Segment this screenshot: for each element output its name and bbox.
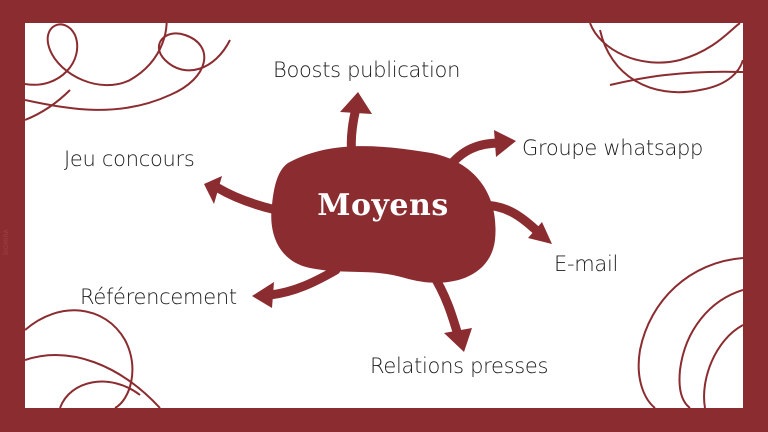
arrowhead-boosts [340, 92, 372, 114]
decorative-doodles [25, 23, 743, 408]
arrow-boosts [346, 103, 361, 160]
branch-label-referencement: Référencement [80, 285, 237, 309]
arrowhead-referencement [252, 282, 274, 308]
arrowhead-whatsapp [494, 130, 516, 157]
arrow-whatsapp [443, 138, 505, 173]
central-blob [271, 146, 496, 283]
arrow-heads [204, 92, 552, 352]
branch-label-relations: Relations presses [370, 354, 549, 378]
arrowhead-relations [444, 328, 472, 352]
branch-label-whatsapp: Groupe whatsapp [522, 136, 704, 160]
branch-label-jeu: Jeu concours [64, 147, 195, 171]
arrow-referencement [265, 265, 341, 300]
arrowhead-email [528, 222, 552, 244]
branch-label-boosts: Boosts publication [273, 58, 461, 82]
central-topic: Moyens [317, 188, 449, 223]
arrowhead-jeu [204, 176, 222, 204]
arrow-jeu [213, 183, 281, 215]
arrow-relations [427, 268, 463, 340]
arrow-email [477, 200, 543, 237]
branch-label-email: E-mail [554, 252, 619, 276]
